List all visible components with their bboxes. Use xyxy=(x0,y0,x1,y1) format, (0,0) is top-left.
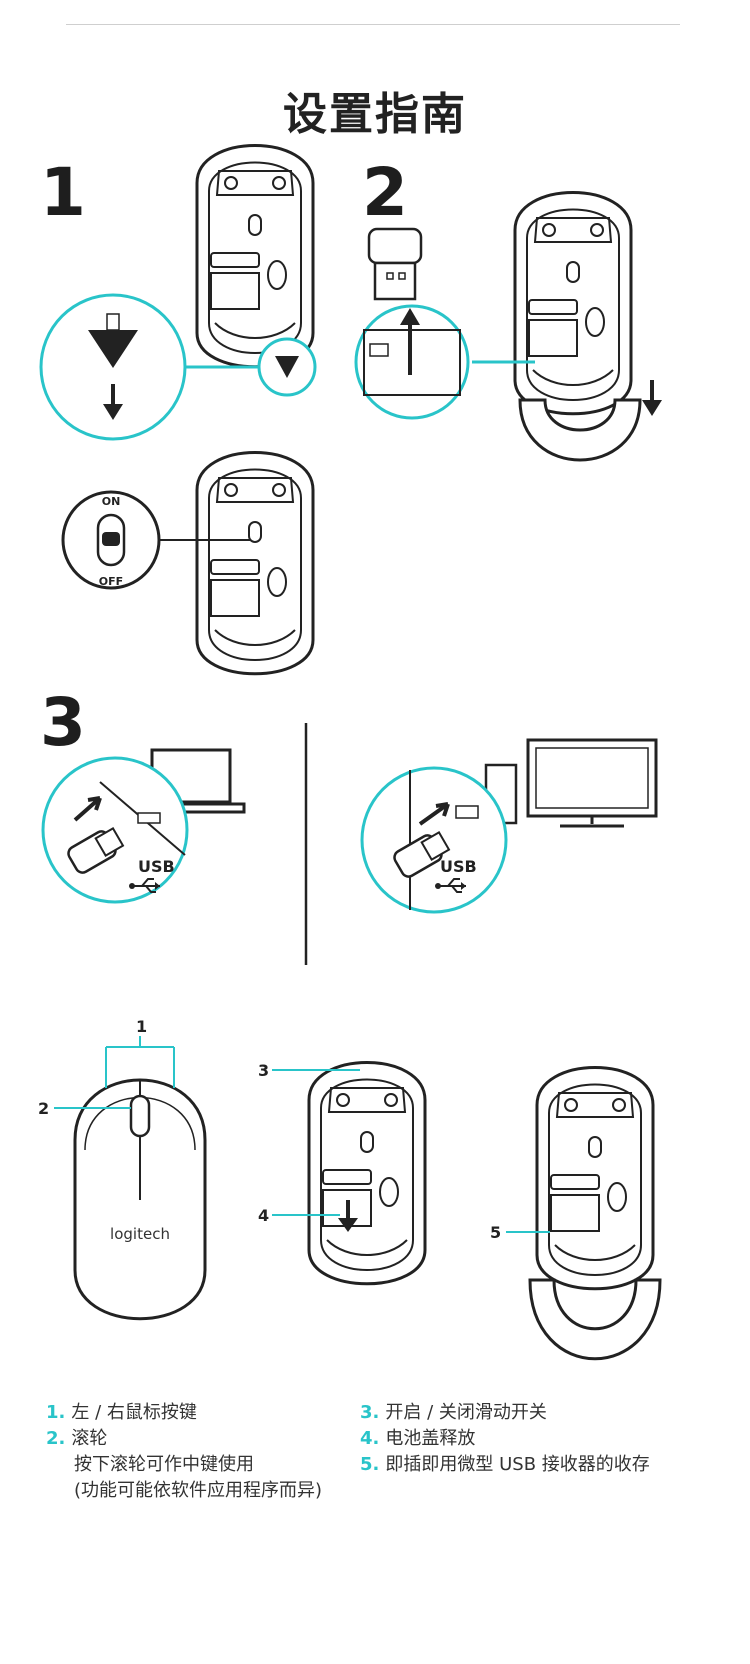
legend-right: 3.开启 / 关闭滑动开关 4.电池盖释放 5.即插即用微型 USB 接收器的收… xyxy=(360,1400,740,1478)
legend-left: 1.左 / 右鼠标按键 2.滚轮 按下滚轮可作中键使用 (功能可能依软件应用程序… xyxy=(46,1400,346,1504)
callout-3: 3 xyxy=(258,1061,269,1080)
step1-mouse xyxy=(195,144,315,369)
switch-on-label: ON xyxy=(102,495,121,508)
callout-1: 1 xyxy=(136,1017,147,1036)
legend-item-1: 1.左 / 右鼠标按键 xyxy=(46,1402,197,1423)
legend-item-3: 3.开启 / 关闭滑动开关 xyxy=(360,1402,547,1423)
legend-item-2-note: (功能可能依软件应用程序而异) xyxy=(74,1480,323,1501)
callout-5: 5 xyxy=(490,1223,501,1242)
switch-off-label: OFF xyxy=(99,575,123,588)
legend-item-2-detail: 按下滚轮可作中键使用 xyxy=(74,1454,254,1475)
legend-item-4: 4.电池盖释放 xyxy=(360,1428,476,1449)
step1-switch-mouse xyxy=(195,451,315,676)
usb-label-laptop: USB xyxy=(138,857,175,876)
battery-door-open xyxy=(528,1278,662,1361)
callout-2: 2 xyxy=(38,1099,49,1118)
monitor xyxy=(526,738,658,828)
page-title: 设置指南 xyxy=(283,89,467,140)
step-number-1: 1 xyxy=(40,154,86,231)
legend-item-5: 5.即插即用微型 USB 接收器的收存 xyxy=(360,1454,650,1475)
brand-logo: logitech xyxy=(110,1225,170,1243)
mouse-open-callouts xyxy=(535,1066,655,1291)
step-number-2: 2 xyxy=(362,154,408,231)
step2-mouse xyxy=(513,191,633,416)
legend-item-2: 2.滚轮 xyxy=(46,1428,108,1449)
callout-4: 4 xyxy=(258,1206,269,1225)
step-number-3: 3 xyxy=(40,684,86,761)
step2-receiver xyxy=(367,227,423,301)
mouse-bottom-callouts xyxy=(307,1061,427,1286)
mouse-top-view: logitech xyxy=(73,1078,207,1321)
top-divider xyxy=(66,24,680,25)
battery-door xyxy=(518,398,642,462)
usb-label-desktop: USB xyxy=(440,857,477,876)
